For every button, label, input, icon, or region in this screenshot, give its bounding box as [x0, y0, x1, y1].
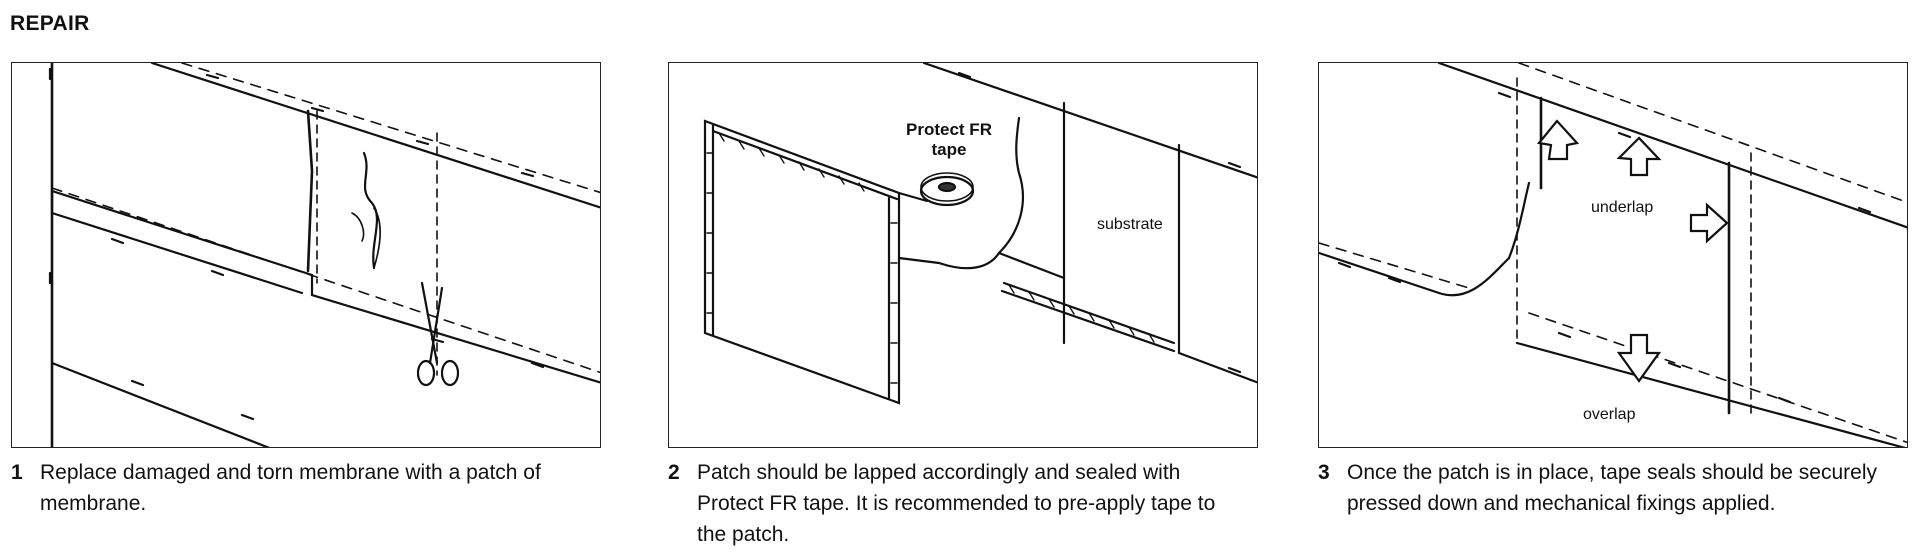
- step-text: Replace damaged and torn membrane with a…: [40, 461, 541, 515]
- page-title: REPAIR: [10, 12, 90, 35]
- step-text: Patch should be lapped accordingly and s…: [697, 461, 1216, 546]
- step-1-illustration: [11, 62, 601, 448]
- tape-label-line2: tape: [932, 140, 967, 159]
- underlap-label: underlap: [1591, 199, 1653, 216]
- step-text: Once the patch is in place, tape seals s…: [1347, 461, 1877, 515]
- substrate-label: substrate: [1097, 216, 1163, 233]
- tape-label-line1: Protect FR: [906, 120, 992, 139]
- step-number: 2: [668, 461, 680, 484]
- step-number: 3: [1318, 461, 1330, 484]
- step-number: 1: [11, 461, 23, 484]
- overlap-label: overlap: [1583, 406, 1636, 423]
- step-2-illustration: Protect FR tape substrate: [668, 62, 1258, 448]
- step-3-illustration: underlap overlap: [1318, 62, 1908, 448]
